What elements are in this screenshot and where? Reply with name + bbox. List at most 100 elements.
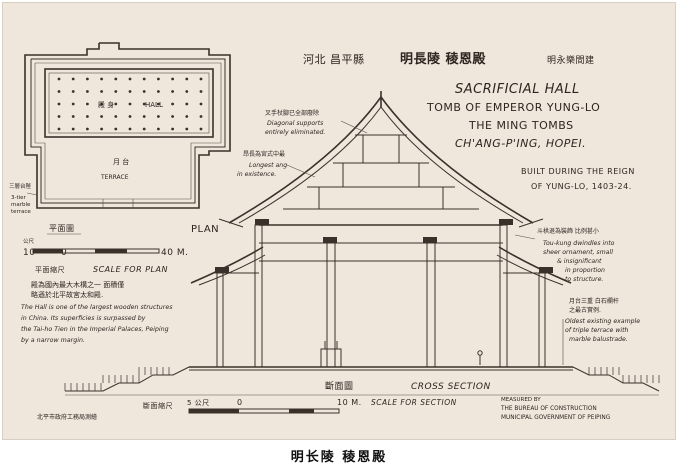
plan-column — [86, 127, 89, 131]
plan-column — [185, 77, 189, 81]
section-label-en: CROSS SECTION — [411, 382, 491, 392]
plan-hall — [44, 68, 214, 138]
plan-label-cn: 平面圖 — [49, 224, 75, 233]
title-en-1: SACRIFICIAL HALL — [455, 82, 580, 97]
plan-scale-unit: 公尺 — [23, 238, 35, 245]
plan-column — [71, 77, 75, 81]
plan-hall-inner — [48, 72, 210, 134]
plan-column — [100, 115, 103, 118]
plan-terrace-middle — [30, 58, 226, 204]
plan-column — [86, 90, 89, 93]
eave-column-right — [538, 272, 546, 368]
inner-column-left — [326, 242, 336, 368]
plan-tier-cn: 三層台陛 — [9, 182, 32, 190]
bracket-set — [539, 267, 553, 273]
figure-caption: 明长陵 稜恩殿 — [290, 450, 388, 465]
inner-column-right — [426, 242, 436, 368]
plan-column — [142, 77, 146, 81]
plan-column — [114, 90, 118, 93]
callout-terrace-en-2: of triple terrace with — [565, 326, 629, 334]
outer-column-left — [254, 224, 263, 368]
plan-column — [199, 115, 203, 118]
callout-ang-en-1: Longest ang — [249, 161, 287, 169]
plan-column-grid — [57, 77, 203, 131]
lower-roof-left — [190, 246, 264, 284]
plan-column — [142, 127, 146, 131]
plan-column — [142, 102, 146, 106]
bracket-set — [215, 267, 229, 273]
callout-terrace-en-3: marble balustrade. — [569, 335, 628, 343]
measured-2: THE BUREAU OF CONSTRUCTION — [500, 406, 597, 412]
plan-tier-en-3: terrace — [11, 209, 31, 215]
plan-column — [185, 127, 189, 131]
callout-diagonal-en-2: entirely eliminated. — [265, 128, 325, 136]
plan-column — [171, 127, 175, 131]
callout-terrace-en-1: Oldest existing example — [565, 317, 640, 325]
outer-column-right — [499, 224, 508, 368]
plan-column — [114, 102, 118, 106]
callout-toukung-en-4: in proportion — [565, 266, 605, 274]
callout-diagonal-en-1: Diagonal supports — [267, 119, 324, 127]
callout-terrace-cn-2: 之最古實例. — [569, 306, 601, 314]
section-label-cn: 斷面圖 — [325, 380, 354, 392]
note-cn-1: 殿為國內最大木構之一 面積僅 — [31, 280, 124, 289]
plan-column — [114, 77, 118, 81]
title-cn-left: 河北 昌平縣 — [303, 53, 365, 66]
eave-column-left — [216, 272, 224, 368]
plan-terrace-outer — [24, 42, 231, 209]
plan-scale-en: SCALE FOR PLAN — [93, 265, 168, 274]
bracket-set — [323, 237, 337, 243]
plan-scale-left: 10 — [23, 248, 35, 258]
section-scale-right: 10 M. — [337, 398, 362, 407]
plan-column — [171, 77, 175, 81]
plan-column — [57, 90, 61, 93]
plan-column — [57, 102, 61, 106]
callout-terrace-cn-1: 月台三重 白石欄杆 — [569, 297, 619, 305]
section-scale-zero: 0 — [237, 398, 243, 407]
plan-column — [171, 102, 175, 106]
plan-column — [128, 102, 132, 106]
drawing-sheet: 殿 身 HALL 月 台 TERRACE 三層台陛 3-tier marble … — [2, 2, 676, 440]
plan-column — [57, 115, 61, 118]
plan-column — [185, 90, 189, 93]
plan-scale-cn: 平面縮尺 — [35, 265, 65, 274]
plan-column — [100, 77, 103, 81]
callout-diagonal-cn: 叉手杖腳已全部廢除 — [265, 109, 319, 117]
plan-column — [199, 77, 203, 81]
measured-3: MUNICIPAL GOVERNMENT OF PEIPING — [501, 415, 611, 421]
plan-column — [100, 90, 103, 93]
measured-by: MEASURED BY THE BUREAU OF CONSTRUCTION M… — [500, 397, 611, 421]
bracket-set — [499, 219, 513, 225]
plan-column — [71, 90, 75, 93]
plan-tier-en-2: marble — [11, 202, 31, 208]
upper-roof-left — [228, 96, 382, 224]
callouts: 叉手杖腳已全部廢除 Diagonal supports entirely eli… — [237, 109, 640, 365]
bottom-left-cn: 北平市政府工務局測繪 — [37, 413, 97, 421]
plan-terrace-cn: 月 台 — [113, 157, 129, 166]
title-block: 河北 昌平縣 明長陵 稜恩殿 明永樂間建 SACRIFICIAL HALL TO… — [303, 51, 634, 191]
bracket-set — [423, 237, 437, 243]
plan-terrace-inner — [34, 62, 222, 200]
callout-toukung-en-1: Tou-kung dwindles into — [543, 239, 615, 247]
title-en-3: THE MING TOMBS — [468, 119, 574, 132]
plan-column — [199, 127, 203, 131]
scale-figure — [477, 350, 483, 356]
section-scale-en: SCALE FOR SECTION — [371, 398, 457, 407]
plan-tier-en-1: 3-tier — [11, 195, 27, 201]
plan-column — [199, 90, 203, 93]
plan-column — [128, 77, 132, 81]
cross-section: 斷面圖 CROSS SECTION — [64, 91, 660, 396]
throne — [320, 348, 342, 368]
callout-toukung-en-3: & insignificant — [557, 257, 602, 265]
title-cn-main: 明長陵 稜恩殿 — [400, 51, 487, 67]
plan-column — [114, 115, 118, 118]
plan-column — [114, 127, 118, 131]
callout-toukung-cn: 斗栱退為裝飾 比例甚小 — [537, 227, 599, 235]
plan-column — [57, 127, 61, 131]
balustrade — [64, 367, 660, 391]
plan-column — [157, 102, 160, 106]
plan-column — [86, 77, 89, 81]
floor-plan: 殿 身 HALL 月 台 TERRACE 三層台陛 3-tier marble … — [9, 42, 231, 274]
plan-column — [71, 127, 75, 131]
plan-terrace-en: TERRACE — [100, 174, 129, 181]
